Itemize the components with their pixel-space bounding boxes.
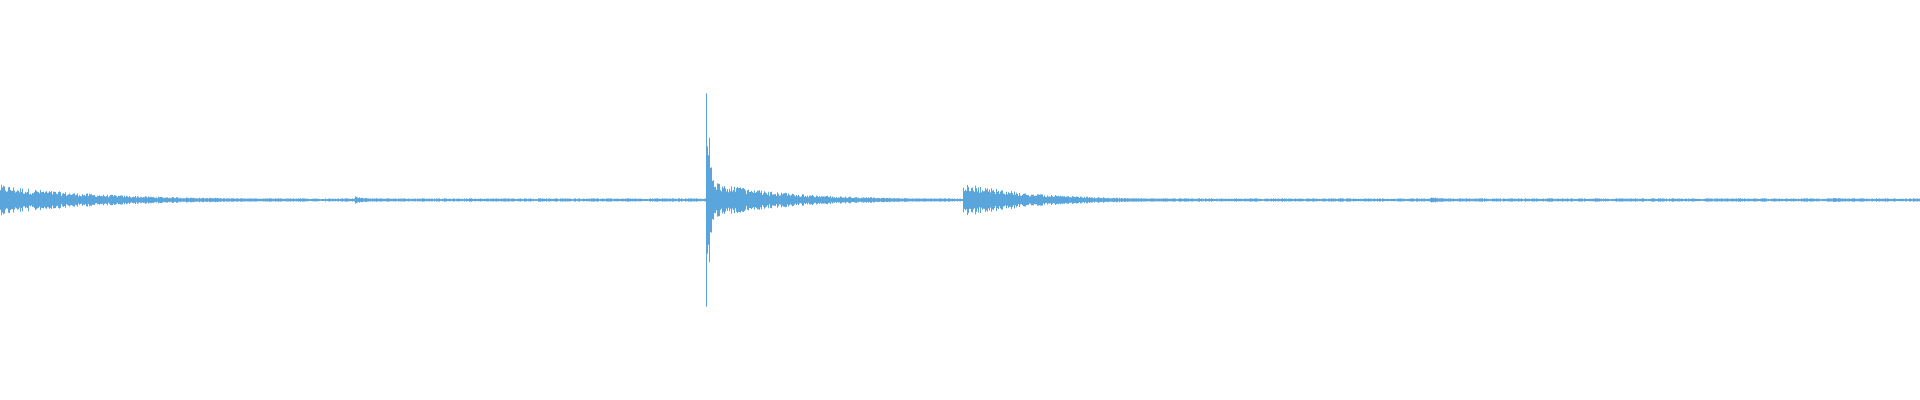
waveform-samples [0, 93, 1920, 307]
waveform-path [0, 93, 1920, 307]
